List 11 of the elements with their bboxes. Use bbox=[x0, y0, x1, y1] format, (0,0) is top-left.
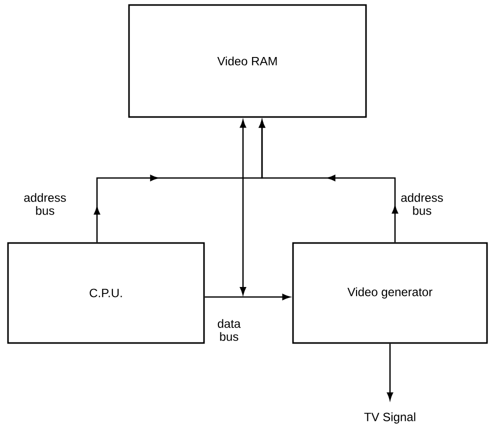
edge-label: address bus bbox=[24, 193, 66, 215]
arrow bbox=[204, 294, 290, 300]
processor-box: C.P.U. bbox=[7, 242, 205, 344]
edge-label: data bus bbox=[218, 319, 241, 341]
signal-label: TV Signal bbox=[364, 412, 416, 424]
edge-label: address bus bbox=[401, 193, 443, 215]
arrow bbox=[240, 120, 246, 295]
memory-box: Video RAM bbox=[128, 4, 367, 118]
generator-box: Video generator bbox=[292, 242, 488, 344]
arrow bbox=[258, 120, 398, 242]
arrow bbox=[386, 344, 394, 400]
